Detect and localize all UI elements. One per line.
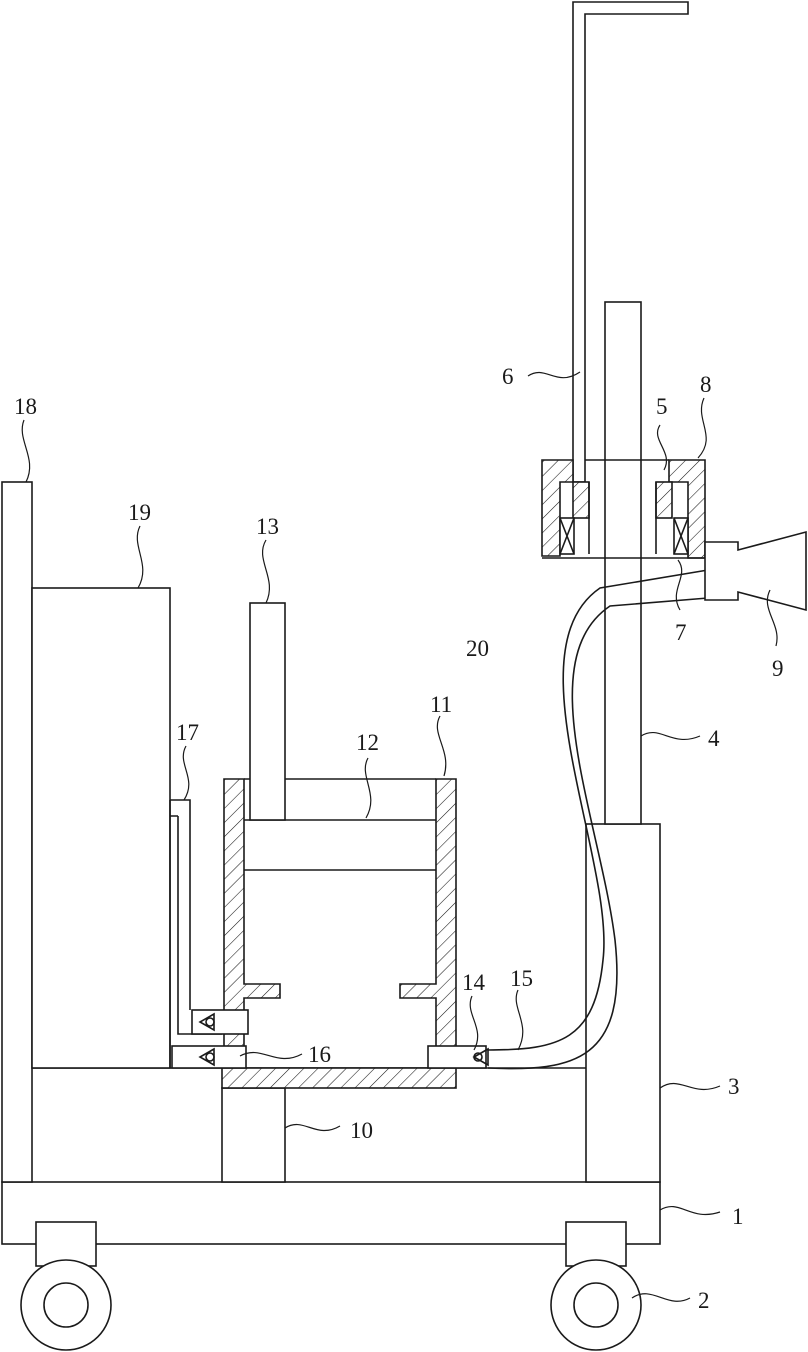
bearing-right: [674, 518, 688, 554]
check-valve-lower: [172, 1046, 246, 1068]
piston-rod: [250, 603, 285, 820]
label-20: 20: [466, 636, 489, 661]
label-14: 14: [462, 970, 486, 995]
label-16: 16: [308, 1042, 331, 1067]
label-19: 19: [128, 500, 151, 525]
support-leg: [222, 1088, 285, 1182]
label-4: 4: [708, 726, 720, 751]
nozzle: [705, 532, 806, 610]
label-9: 9: [772, 656, 784, 681]
label-3: 3: [728, 1074, 740, 1099]
label-17: 17: [176, 720, 199, 745]
label-15: 15: [510, 966, 533, 991]
left-column: [2, 482, 32, 1182]
tank: [32, 588, 170, 1068]
piston: [244, 820, 436, 870]
bearing-left: [560, 518, 574, 554]
label-10: 10: [350, 1118, 373, 1143]
label-6: 6: [502, 364, 514, 389]
label-1: 1: [732, 1204, 744, 1229]
label-18: 18: [14, 394, 37, 419]
label-12: 12: [356, 730, 379, 755]
label-7: 7: [675, 620, 687, 645]
label-8: 8: [700, 372, 712, 397]
base-plate: [2, 1182, 660, 1244]
check-valve-outlet: [428, 1046, 488, 1068]
label-5: 5: [656, 394, 668, 419]
check-valve-upper: [192, 1010, 248, 1034]
vertical-post: [605, 302, 641, 824]
cylinder-body: [222, 779, 456, 1088]
label-11: 11: [430, 692, 452, 717]
label-2: 2: [698, 1288, 710, 1313]
label-13: 13: [256, 514, 279, 539]
